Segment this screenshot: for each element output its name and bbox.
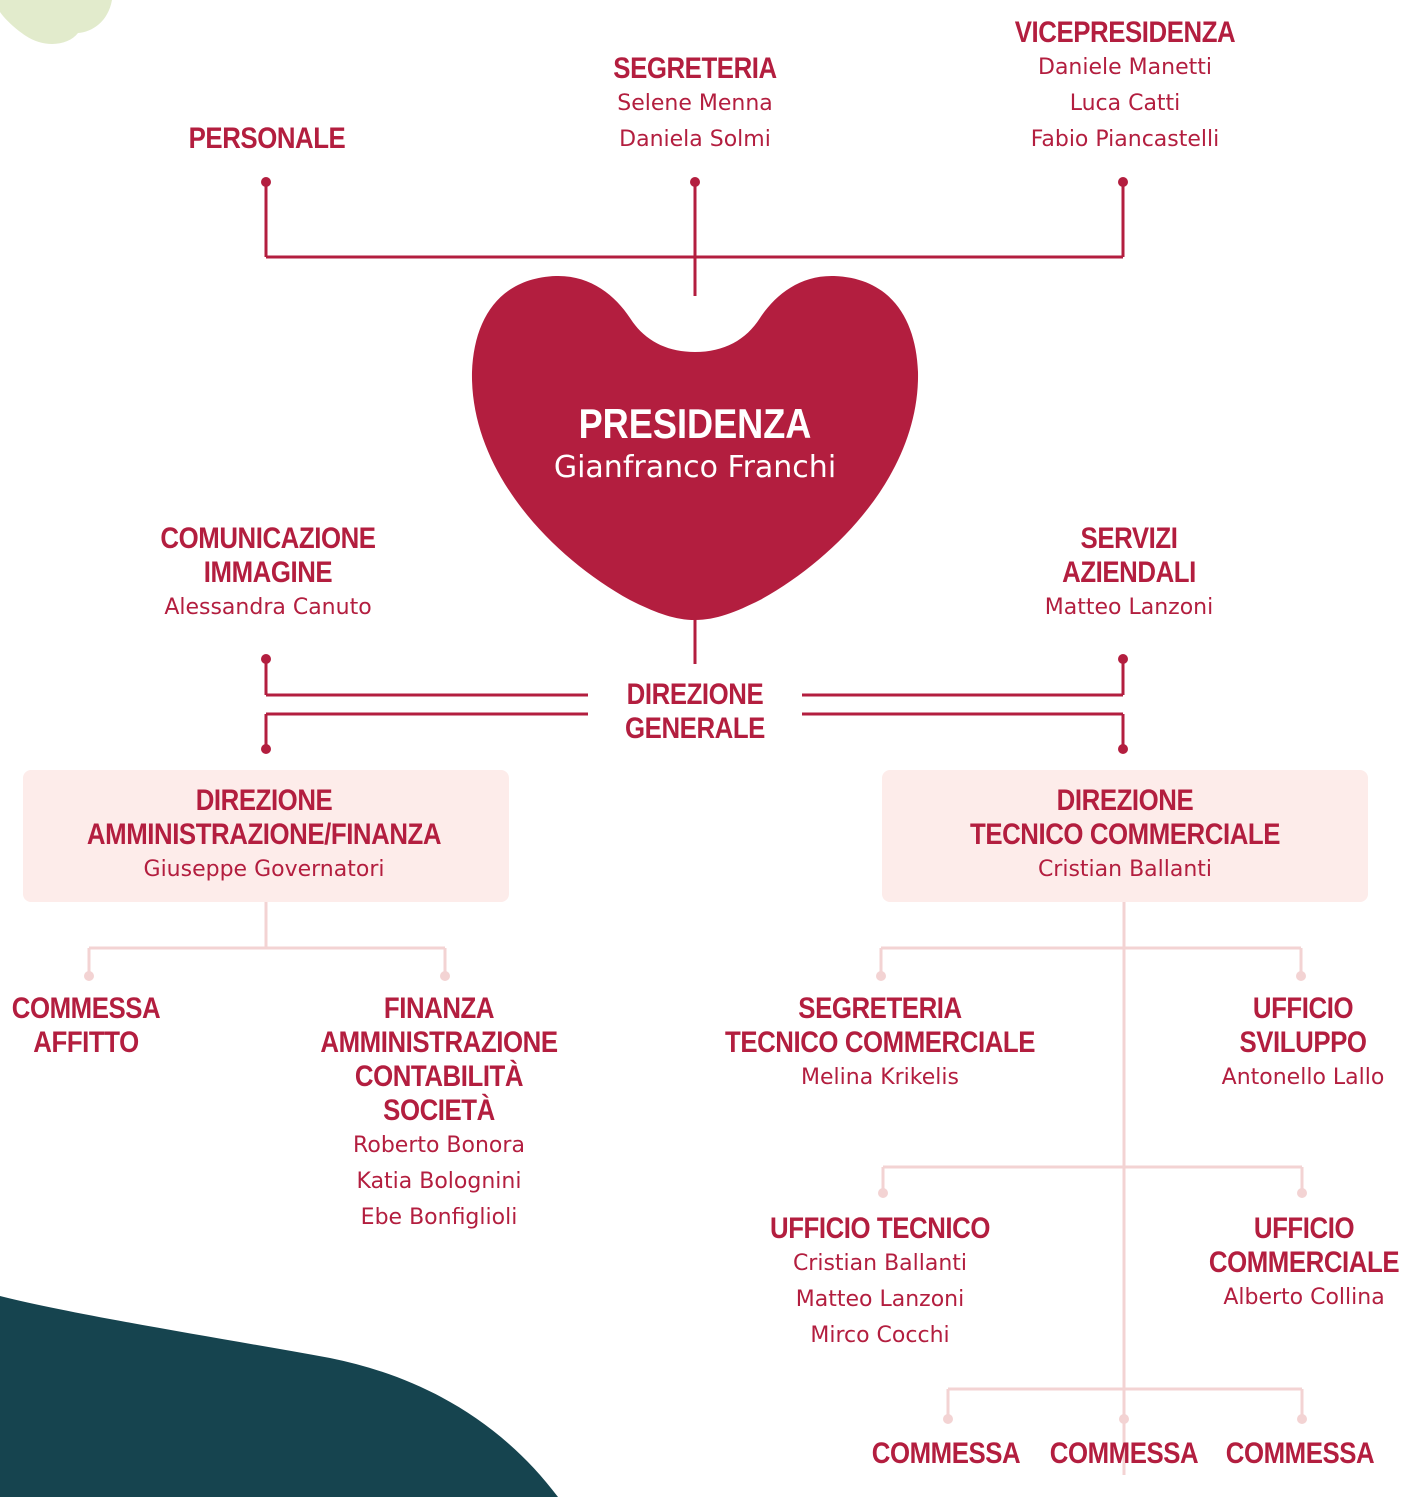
dark-wave-decoration — [0, 1296, 558, 1497]
ufficio-tecnico-title: UFFICIO TECNICO — [770, 1212, 990, 1246]
ufficio-commerciale-person: Alberto Collina — [1223, 1285, 1385, 1310]
commessa-affitto-node: COMMESSA AFFITTO — [0, 992, 172, 1060]
vicepresidenza-node: VICEPRESIDENZA Daniele Manetti Luca Catt… — [997, 16, 1253, 158]
vicepresidenza-person: Fabio Piancastelli — [1030, 127, 1220, 152]
dir-amministrazione-person: Giuseppe Governatori — [143, 857, 385, 882]
ufficio-tecnico-person: Matteo Lanzoni — [795, 1287, 965, 1312]
segreteria-person: Selene Menna — [617, 91, 773, 116]
finanza-title-line: AMMINISTRAZIONE — [320, 1026, 558, 1059]
commessa-affitto-title: COMMESSA AFFITTO — [12, 992, 161, 1060]
segreteria-tecnico-person: Melina Krikelis — [801, 1065, 959, 1090]
comunicazione-title-line: IMMAGINE — [203, 556, 333, 589]
comunicazione-node: COMUNICAZIONE IMMAGINE Alessandra Canuto — [143, 522, 393, 626]
servizi-title-line: AZIENDALI — [1062, 556, 1196, 589]
dir-tecnico-title-line: TECNICO COMMERCIALE — [969, 818, 1281, 851]
servizi-title-line: SERVIZI — [1080, 522, 1178, 555]
ufficio-commerciale-title-line: UFFICIO — [1253, 1212, 1355, 1245]
ufficio-commerciale-node: UFFICIO COMMERCIALE Alberto Collina — [1193, 1212, 1402, 1316]
segreteria-title: SEGRETERIA — [613, 52, 777, 85]
dir-tecnico-title: DIREZIONE TECNICO COMMERCIALE — [970, 784, 1280, 852]
ufficio-commerciale-title: UFFICIO COMMERCIALE — [1208, 1212, 1400, 1280]
finanza-person: Ebe Bonfiglioli — [360, 1205, 518, 1230]
vicepresidenza-person: Luca Catti — [1069, 91, 1181, 116]
ufficio-tecnico-title-line: UFFICIO TECNICO — [769, 1212, 991, 1245]
ufficio-tecnico-node: UFFICIO TECNICO Cristian Ballanti Matteo… — [752, 1212, 1008, 1354]
dir-amministrazione-node: DIREZIONE AMMINISTRAZIONE/FINANZA Giusep… — [58, 784, 470, 888]
green-blob-decoration — [0, 0, 112, 44]
commessa-title: COMMESSA — [1049, 1437, 1199, 1470]
tecnico-connectors — [879, 902, 1304, 1475]
finanza-title: FINANZA AMMINISTRAZIONE CONTABILITÀ SOCI… — [320, 992, 558, 1128]
comunicazione-person: Alessandra Canuto — [164, 595, 372, 620]
presidenza-person: Gianfranco Franchi — [553, 450, 837, 485]
dir-amministrazione-title: DIREZIONE AMMINISTRAZIONE/FINANZA — [86, 784, 442, 852]
comunicazione-title-line: COMUNICAZIONE — [160, 522, 376, 555]
segreteria-tecnico-node: SEGRETERIA TECNICO COMMERCIALE Melina Kr… — [700, 992, 1061, 1096]
direzione-generale-dots — [261, 654, 1128, 754]
segreteria-tecnico-title: SEGRETERIA TECNICO COMMERCIALE — [725, 992, 1035, 1060]
comunicazione-title: COMUNICAZIONE IMMAGINE — [160, 522, 376, 590]
dir-tecnico-node: DIREZIONE TECNICO COMMERCIALE Cristian B… — [945, 784, 1306, 888]
ufficio-tecnico-person: Cristian Ballanti — [792, 1251, 968, 1276]
commessa-node: COMMESSA — [860, 1437, 1033, 1471]
tecnico-box — [882, 770, 1368, 902]
finanza-title-line: FINANZA — [383, 992, 495, 1025]
servizi-title: SERVIZI AZIENDALI — [1057, 522, 1202, 590]
dir-tecnico-person: Cristian Ballanti — [1037, 857, 1213, 882]
finanza-node: FINANZA AMMINISTRAZIONE CONTABILITÀ SOCI… — [301, 992, 577, 1236]
servizi-person: Matteo Lanzoni — [1044, 595, 1214, 620]
commessa-title: COMMESSA — [871, 1437, 1021, 1470]
finanza-person: Roberto Bonora — [353, 1133, 525, 1158]
servizi-node: SERVIZI AZIENDALI Matteo Lanzoni — [1045, 522, 1213, 626]
presidenza-node: PRESIDENZA Gianfranco Franchi — [554, 400, 836, 488]
direzione-generale-title-line: DIREZIONE — [626, 678, 764, 711]
top-connector-dots — [261, 177, 1128, 187]
segreteria-person: Daniela Solmi — [619, 127, 771, 152]
segreteria-tecnico-title-line: SEGRETERIA — [798, 992, 962, 1025]
commessa-affitto-title-line: COMMESSA — [11, 992, 161, 1025]
presidenza-shape — [471, 275, 919, 620]
direzione-generale-node: DIREZIONE GENERALE — [614, 678, 777, 746]
dir-amministrazione-title-line: AMMINISTRAZIONE/FINANZA — [86, 818, 442, 851]
ufficio-sviluppo-title-line: UFFICIO — [1252, 992, 1354, 1025]
finanza-person: Katia Bolognini — [356, 1169, 522, 1194]
segreteria-tecnico-title-line: TECNICO COMMERCIALE — [724, 1026, 1036, 1059]
amministrazione-connectors — [87, 902, 447, 976]
commessa-title: COMMESSA — [1225, 1437, 1375, 1470]
dir-tecnico-title-line: DIREZIONE — [1056, 784, 1194, 817]
direzione-generale-title-line: GENERALE — [625, 712, 765, 745]
ufficio-commerciale-title-line: COMMERCIALE — [1208, 1246, 1400, 1279]
ufficio-sviluppo-title-line: SVILUPPO — [1239, 1026, 1367, 1059]
ufficio-tecnico-person: Mirco Cocchi — [810, 1323, 950, 1348]
commessa-node: COMMESSA — [1214, 1437, 1387, 1471]
amministrazione-box — [23, 770, 509, 902]
ufficio-sviluppo-person: Antonello Lallo — [1221, 1065, 1385, 1090]
personale-title: PERSONALE — [188, 122, 346, 155]
vicepresidenza-title: VICEPRESIDENZA — [1014, 16, 1236, 49]
direzione-generale-connectors — [264, 659, 1125, 749]
direzione-generale-title: DIREZIONE GENERALE — [625, 678, 765, 746]
amministrazione-connector-dots — [84, 971, 450, 981]
presidenza-title: PRESIDENZA — [578, 400, 812, 447]
top-connectors — [264, 182, 1125, 664]
personale-node: PERSONALE — [176, 122, 358, 156]
finanza-title-line: SOCIETÀ — [383, 1094, 495, 1127]
commessa-affitto-title-line: AFFITTO — [33, 1026, 139, 1059]
tecnico-connector-dots — [876, 971, 1307, 1424]
ufficio-sviluppo-node: UFFICIO SVILUPPO Antonello Lallo — [1222, 992, 1385, 1096]
segreteria-node: SEGRETERIA Selene Menna Daniela Solmi — [600, 52, 790, 158]
dir-amministrazione-title-line: DIREZIONE — [195, 784, 333, 817]
finanza-title-line: CONTABILITÀ — [354, 1060, 524, 1093]
commessa-node: COMMESSA — [1038, 1437, 1211, 1471]
ufficio-sviluppo-title: UFFICIO SVILUPPO — [1233, 992, 1373, 1060]
vicepresidenza-person: Daniele Manetti — [1038, 55, 1212, 80]
